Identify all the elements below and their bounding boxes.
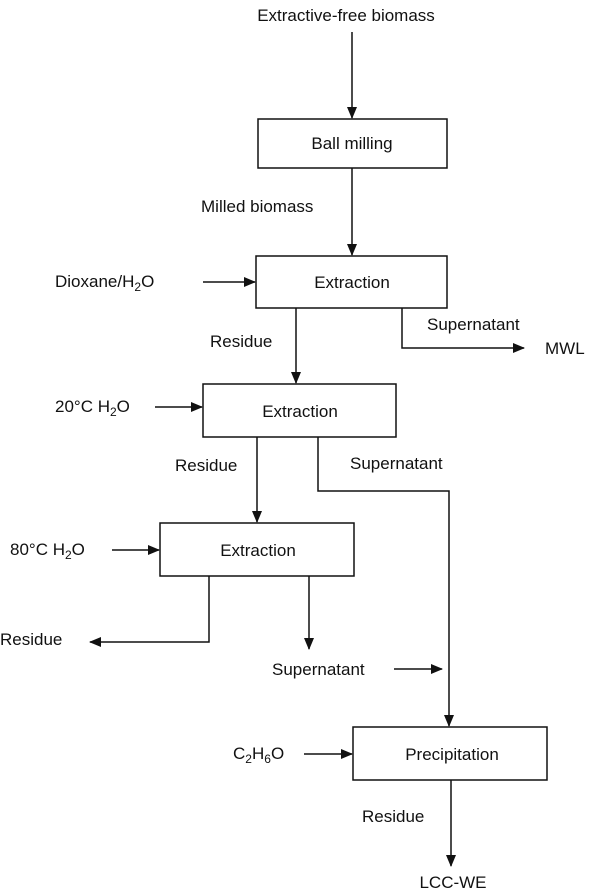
input-dioxane-water: Dioxane/H2O xyxy=(55,272,154,294)
label-supernatant-2: Supernatant xyxy=(350,454,443,473)
box-extraction-2 xyxy=(202,383,397,438)
water80-text: 80°C H xyxy=(10,540,65,559)
label-residue-2: Residue xyxy=(175,456,237,475)
arrow-extraction-3-to-residue xyxy=(89,576,210,647)
label-supernatant-3: Supernatant xyxy=(272,660,365,679)
output-lcc-we: LCC-WE xyxy=(419,873,486,892)
dioxane-subscript: 2 xyxy=(134,280,141,294)
dioxane-oxygen: O xyxy=(141,272,154,291)
label-milled-biomass: Milled biomass xyxy=(201,197,313,216)
box-precipitation xyxy=(352,726,548,781)
input-extractive-free-biomass: Extractive-free biomass xyxy=(257,6,435,25)
ethanol-c: C xyxy=(233,744,245,763)
dioxane-text: Dioxane/H xyxy=(55,272,134,291)
box-extraction-1 xyxy=(255,255,448,309)
ethanol-o: O xyxy=(271,744,284,763)
box-extraction-1-label: Extraction xyxy=(314,273,390,292)
output-mwl: MWL xyxy=(545,339,585,358)
box-extraction-2-label: Extraction xyxy=(262,402,338,421)
label-residue-3: Residue xyxy=(0,630,62,649)
input-water-20c: 20°C H2O xyxy=(55,397,130,419)
input-ethanol: C2H6O xyxy=(233,744,284,766)
arrow-extraction-1-to-mwl xyxy=(401,308,525,353)
label-residue-4: Residue xyxy=(362,807,424,826)
water20-subscript: 2 xyxy=(110,405,117,419)
ethanol-h: H xyxy=(252,744,264,763)
water80-oxygen: O xyxy=(72,540,85,559)
arrow-extraction-2-to-precipitation xyxy=(317,437,454,727)
ethanol-h-subscript: 6 xyxy=(264,752,271,766)
water80-subscript: 2 xyxy=(65,548,72,562)
label-residue-1: Residue xyxy=(210,332,272,351)
box-ball-milling-label: Ball milling xyxy=(311,134,392,153)
label-supernatant-1: Supernatant xyxy=(427,315,520,334)
water20-text: 20°C H xyxy=(55,397,110,416)
water20-oxygen: O xyxy=(117,397,130,416)
box-extraction-3-label: Extraction xyxy=(220,541,296,560)
ethanol-c-subscript: 2 xyxy=(245,752,252,766)
box-precipitation-label: Precipitation xyxy=(405,745,499,764)
input-water-80c: 80°C H2O xyxy=(10,540,85,562)
box-extraction-3 xyxy=(159,522,355,577)
